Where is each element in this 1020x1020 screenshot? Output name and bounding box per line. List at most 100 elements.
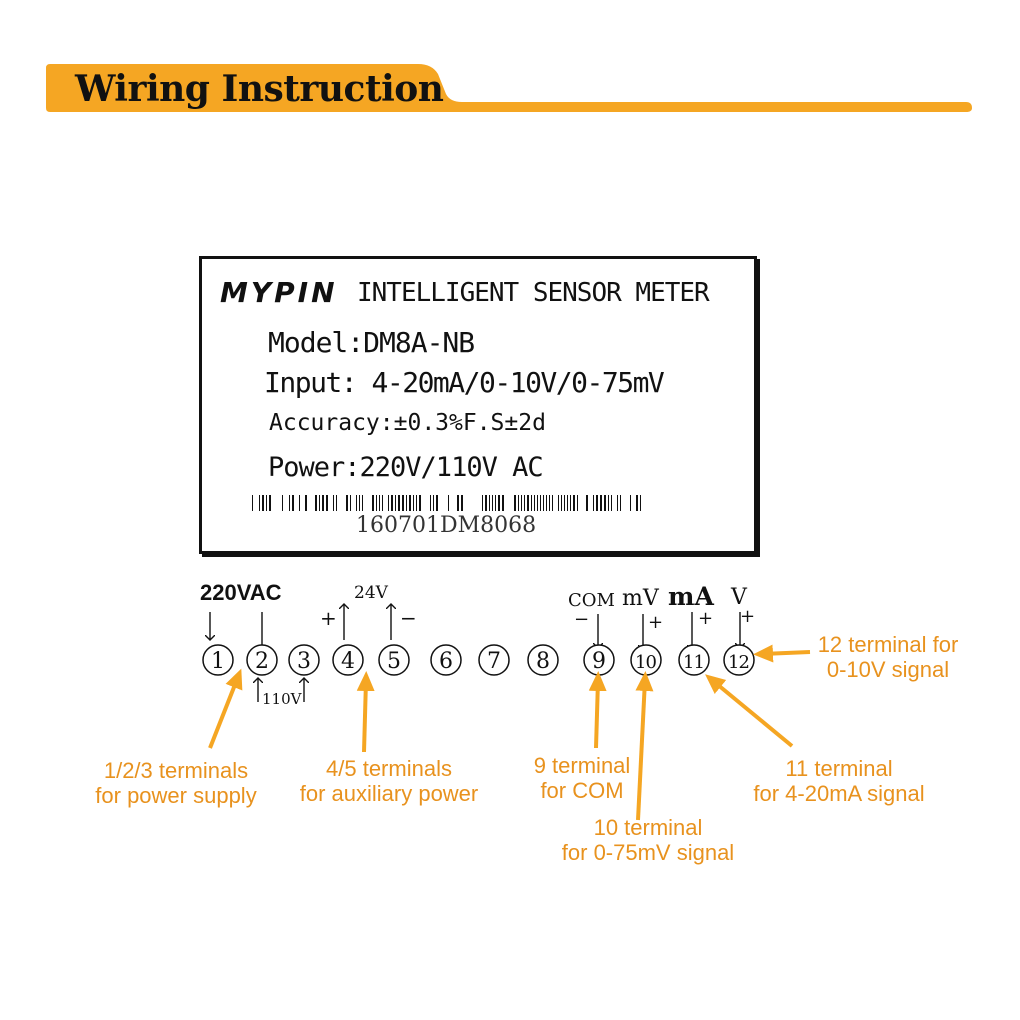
callout-arrow-ma	[705, 674, 794, 748]
accuracy-text: Accuracy:±0.3%F.S±2d	[269, 410, 546, 436]
terminal-2: 2	[246, 644, 278, 676]
terminal-7: 7	[478, 644, 510, 676]
barcode-bar	[537, 495, 538, 511]
barcode-bar	[543, 495, 544, 511]
barcode-bar	[600, 495, 602, 511]
terminal-circle	[332, 644, 364, 676]
callout-v-line1: 12 terminal for	[817, 632, 959, 657]
callout-com-line1: 9 terminal	[533, 753, 631, 778]
barcode-bar	[640, 495, 641, 511]
label-plus-4: +	[320, 606, 337, 630]
label-minus-5: −	[400, 606, 417, 630]
terminal-number: 12	[728, 652, 750, 673]
barcode-bar	[292, 495, 294, 511]
callout-aux-line2: for auxiliary power	[299, 781, 479, 806]
barcode-bar	[561, 495, 562, 511]
brand-logo: MYPIN	[220, 276, 338, 309]
terminal-number: 4	[341, 649, 355, 674]
barcode-bar	[419, 495, 421, 511]
barcode-bar	[540, 495, 541, 511]
label-ma: mA	[668, 582, 714, 611]
callout-ma-line1: 11 terminal	[785, 756, 893, 781]
barcode-bar	[608, 495, 609, 511]
terminal-number: 1	[211, 649, 225, 674]
label-220vac: 220VAC	[200, 580, 282, 605]
terminal-circle	[527, 644, 559, 676]
barcode-bar	[457, 495, 459, 511]
barcode-bar	[604, 495, 606, 511]
terminal-circle	[430, 644, 462, 676]
terminal-number: 3	[297, 649, 311, 674]
barcode-bar	[388, 495, 389, 511]
callout-arrow-v	[753, 644, 811, 663]
callout-ma: 11 terminal for 4-20mA signal	[734, 756, 944, 806]
barcode-bar	[564, 495, 565, 511]
terminal-number: 5	[387, 649, 401, 674]
barcode-bar	[266, 495, 267, 511]
label-v: V	[731, 585, 747, 610]
barcode-bar	[546, 495, 547, 511]
product-name: INTELLIGENT SENSOR METER	[357, 278, 710, 308]
barcode-bar	[514, 495, 516, 511]
terminal-3: 3	[288, 644, 320, 676]
barcode-bar	[430, 495, 431, 511]
callout-mv-line2: for 0-75mV signal	[561, 840, 735, 865]
barcode-bar	[259, 495, 260, 511]
callout-v-line2: 0-10V signal	[826, 657, 950, 682]
barcode-bar	[620, 495, 621, 511]
terminal-number: 8	[536, 649, 550, 674]
terminal-circle	[246, 644, 278, 676]
barcode-bar	[552, 495, 553, 511]
barcode-bar	[531, 495, 532, 511]
header-banner	[46, 64, 972, 112]
terminal-number: 10	[635, 652, 657, 673]
barcode-bar	[326, 495, 328, 511]
barcode-bar	[372, 495, 374, 511]
terminal-5: 5	[378, 644, 410, 676]
barcode-bar	[534, 495, 535, 511]
callout-v: 12 terminal for 0-10V signal	[800, 632, 976, 682]
barcode-bar	[485, 495, 487, 511]
terminal-circle	[478, 644, 510, 676]
barcode-bar	[333, 495, 334, 511]
barcode-bar	[346, 495, 348, 511]
barcode-bar	[433, 495, 434, 511]
barcode-bar	[518, 495, 519, 511]
terminal-number: 7	[487, 649, 501, 674]
barcode-bar	[586, 495, 588, 511]
barcode-bar	[489, 495, 490, 511]
callout-com-line2: for COM	[540, 778, 624, 803]
barcode-bar	[262, 495, 264, 511]
callout-com: 9 terminal for COM	[520, 753, 644, 803]
barcode-bar	[524, 495, 525, 511]
barcode-bar	[379, 495, 380, 511]
barcode-bar	[567, 495, 568, 511]
barcode-bar	[395, 495, 396, 511]
barcode-bar	[398, 495, 400, 511]
barcode-bar	[269, 495, 271, 511]
barcode-bar	[299, 495, 300, 511]
terminal-9: 9	[583, 644, 615, 676]
barcode-bar	[577, 495, 578, 511]
barcode-bar	[636, 495, 638, 511]
barcode-bar	[461, 495, 463, 511]
terminal-8: 8	[527, 644, 559, 676]
barcode-bar	[611, 495, 612, 511]
callout-mv: 10 terminal for 0-75mV signal	[540, 815, 756, 865]
barcode-bar	[376, 495, 377, 511]
label-plus-10: +	[648, 612, 664, 633]
label-com: COM	[568, 590, 615, 611]
barcode-bar	[409, 495, 411, 511]
barcode-bar	[336, 495, 337, 511]
barcode-bar	[319, 495, 320, 511]
label-plus-12: +	[740, 606, 756, 627]
callout-arrow-power	[208, 668, 243, 749]
barcode	[252, 495, 641, 511]
terminal-circle	[202, 644, 234, 676]
barcode-bar	[350, 495, 351, 511]
barcode-bar	[436, 495, 438, 511]
barcode-bar	[521, 495, 522, 511]
barcode-bar	[558, 495, 559, 511]
